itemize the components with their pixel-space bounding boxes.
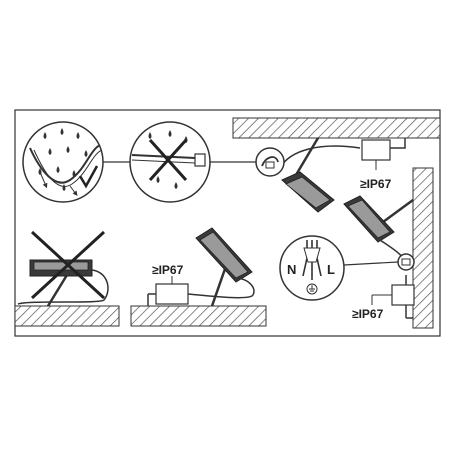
floodlight-fixture	[29, 259, 93, 277]
ip-rating-label: ≥IP67	[352, 307, 384, 321]
floor-surface	[14, 305, 120, 327]
prohibited-cross-icon	[148, 138, 188, 182]
checkmark-icon	[78, 165, 99, 189]
wall-surface	[412, 167, 434, 329]
no-drip-loop-panel	[129, 121, 211, 203]
ip-rating-label: ≥IP67	[152, 263, 184, 277]
water-drops-icon	[38, 128, 88, 191]
neutral-label: N	[287, 262, 296, 277]
floor-surface	[130, 305, 267, 327]
prohibited-cross-icon	[30, 230, 106, 300]
wiring-detail-panel: N L	[279, 235, 345, 301]
ceiling-mount-scene: ≥IP67	[232, 117, 441, 213]
diagram-frame	[14, 109, 441, 337]
connector-line	[343, 261, 399, 266]
floodlight-fixture	[281, 171, 335, 213]
prohibited-floor-mount-scene	[14, 230, 120, 327]
wall-mount-scene: ≥IP67	[343, 167, 434, 329]
junction-box	[391, 284, 415, 306]
drip-loop-ok-panel	[22, 121, 104, 203]
junction-box	[361, 139, 391, 161]
ceiling-surface	[232, 117, 441, 139]
live-label: L	[327, 262, 335, 277]
ground-symbol-icon	[306, 283, 318, 295]
drip-loop-cable	[29, 144, 101, 184]
floodlight-fixture	[195, 227, 253, 283]
floodlight-fixture	[343, 195, 395, 243]
floor-mount-scene: ≥IP67	[130, 227, 267, 327]
ip-rating-label: ≥IP67	[360, 177, 392, 191]
junction-box	[155, 283, 189, 305]
